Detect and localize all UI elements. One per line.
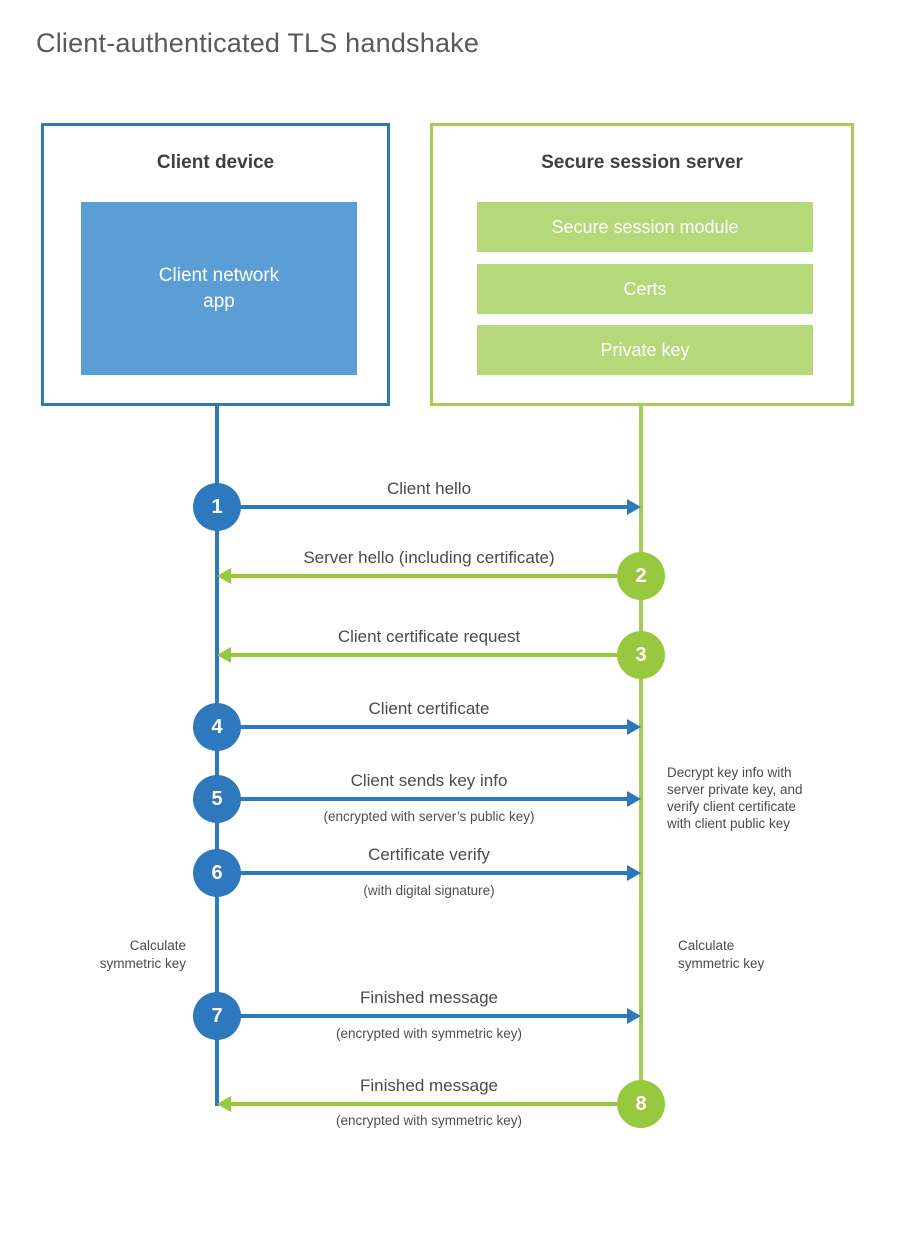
step-7-badge: 7 bbox=[193, 992, 241, 1040]
server-box: Secure session server Secure session mod… bbox=[430, 123, 854, 406]
arrow-head-icon bbox=[627, 499, 641, 515]
arrow-shaft bbox=[230, 574, 619, 578]
step-5-arrow-right bbox=[217, 791, 641, 807]
step-1-arrow-right bbox=[217, 499, 641, 515]
server-title: Secure session server bbox=[541, 152, 743, 173]
step-7-arrow-right bbox=[217, 1008, 641, 1024]
step-1-badge: 1 bbox=[193, 483, 241, 531]
arrow-head-icon bbox=[217, 1096, 231, 1112]
arrow-shaft bbox=[230, 653, 619, 657]
step-2-arrow-left bbox=[217, 568, 641, 584]
arrow-shaft bbox=[239, 505, 628, 509]
arrow-shaft bbox=[239, 725, 628, 729]
decrypt-key-note: Decrypt key info with server private key… bbox=[667, 765, 803, 831]
step-2-badge: 2 bbox=[617, 552, 665, 600]
step-8-sublabel: (encrypted with symmetric key) bbox=[335, 1113, 523, 1128]
step-7-sublabel: (encrypted with symmetric key) bbox=[335, 1026, 523, 1041]
client-lifeline bbox=[215, 406, 219, 1106]
step-7-label: Finished message bbox=[360, 988, 498, 1007]
arrow-head-icon bbox=[217, 568, 231, 584]
arrow-head-icon bbox=[217, 647, 231, 663]
step-6-arrow-right bbox=[217, 865, 641, 881]
step-6-badge: 6 bbox=[193, 849, 241, 897]
page-title: Client-authenticated TLS handshake bbox=[36, 28, 480, 58]
calc-symmetric-key-client: Calculate symmetric key bbox=[99, 938, 186, 971]
server-module-private-key: Private key bbox=[477, 325, 813, 375]
client-device-box: Client device Client network app bbox=[41, 123, 390, 406]
server-module-certs: Certs bbox=[477, 264, 813, 314]
client-device-title: Client device bbox=[156, 152, 275, 173]
step-4-label: Client certificate bbox=[368, 699, 490, 718]
step-3-arrow-left bbox=[217, 647, 641, 663]
step-6-sublabel: (with digital signature) bbox=[363, 883, 495, 898]
client-network-app-block: Client network app bbox=[81, 202, 357, 375]
step-5-badge: 5 bbox=[193, 775, 241, 823]
step-5-label: Client sends key info bbox=[350, 771, 508, 790]
step-1-label: Client hello bbox=[386, 479, 472, 498]
calc-symmetric-key-server: Calculate symmetric key bbox=[678, 938, 765, 971]
arrow-head-icon bbox=[627, 719, 641, 735]
arrow-head-icon bbox=[627, 791, 641, 807]
step-3-label: Client certificate request bbox=[337, 627, 521, 646]
arrow-shaft bbox=[239, 1014, 628, 1018]
arrow-shaft bbox=[239, 871, 628, 875]
server-module-secure-session: Secure session module bbox=[477, 202, 813, 252]
step-4-arrow-right bbox=[217, 719, 641, 735]
step-8-label: Finished message bbox=[360, 1076, 498, 1095]
arrow-head-icon bbox=[627, 865, 641, 881]
step-4-badge: 4 bbox=[193, 703, 241, 751]
step-2-label: Server hello (including certificate) bbox=[303, 548, 555, 567]
server-lifeline bbox=[639, 406, 643, 1106]
step-6-label: Certificate verify bbox=[368, 845, 490, 864]
step-8-badge: 8 bbox=[617, 1080, 665, 1128]
step-5-sublabel: (encrypted with server’s public key) bbox=[323, 809, 535, 824]
step-3-badge: 3 bbox=[617, 631, 665, 679]
arrow-head-icon bbox=[627, 1008, 641, 1024]
arrow-shaft bbox=[239, 797, 628, 801]
step-8-arrow-left bbox=[217, 1096, 641, 1112]
arrow-shaft bbox=[230, 1102, 619, 1106]
